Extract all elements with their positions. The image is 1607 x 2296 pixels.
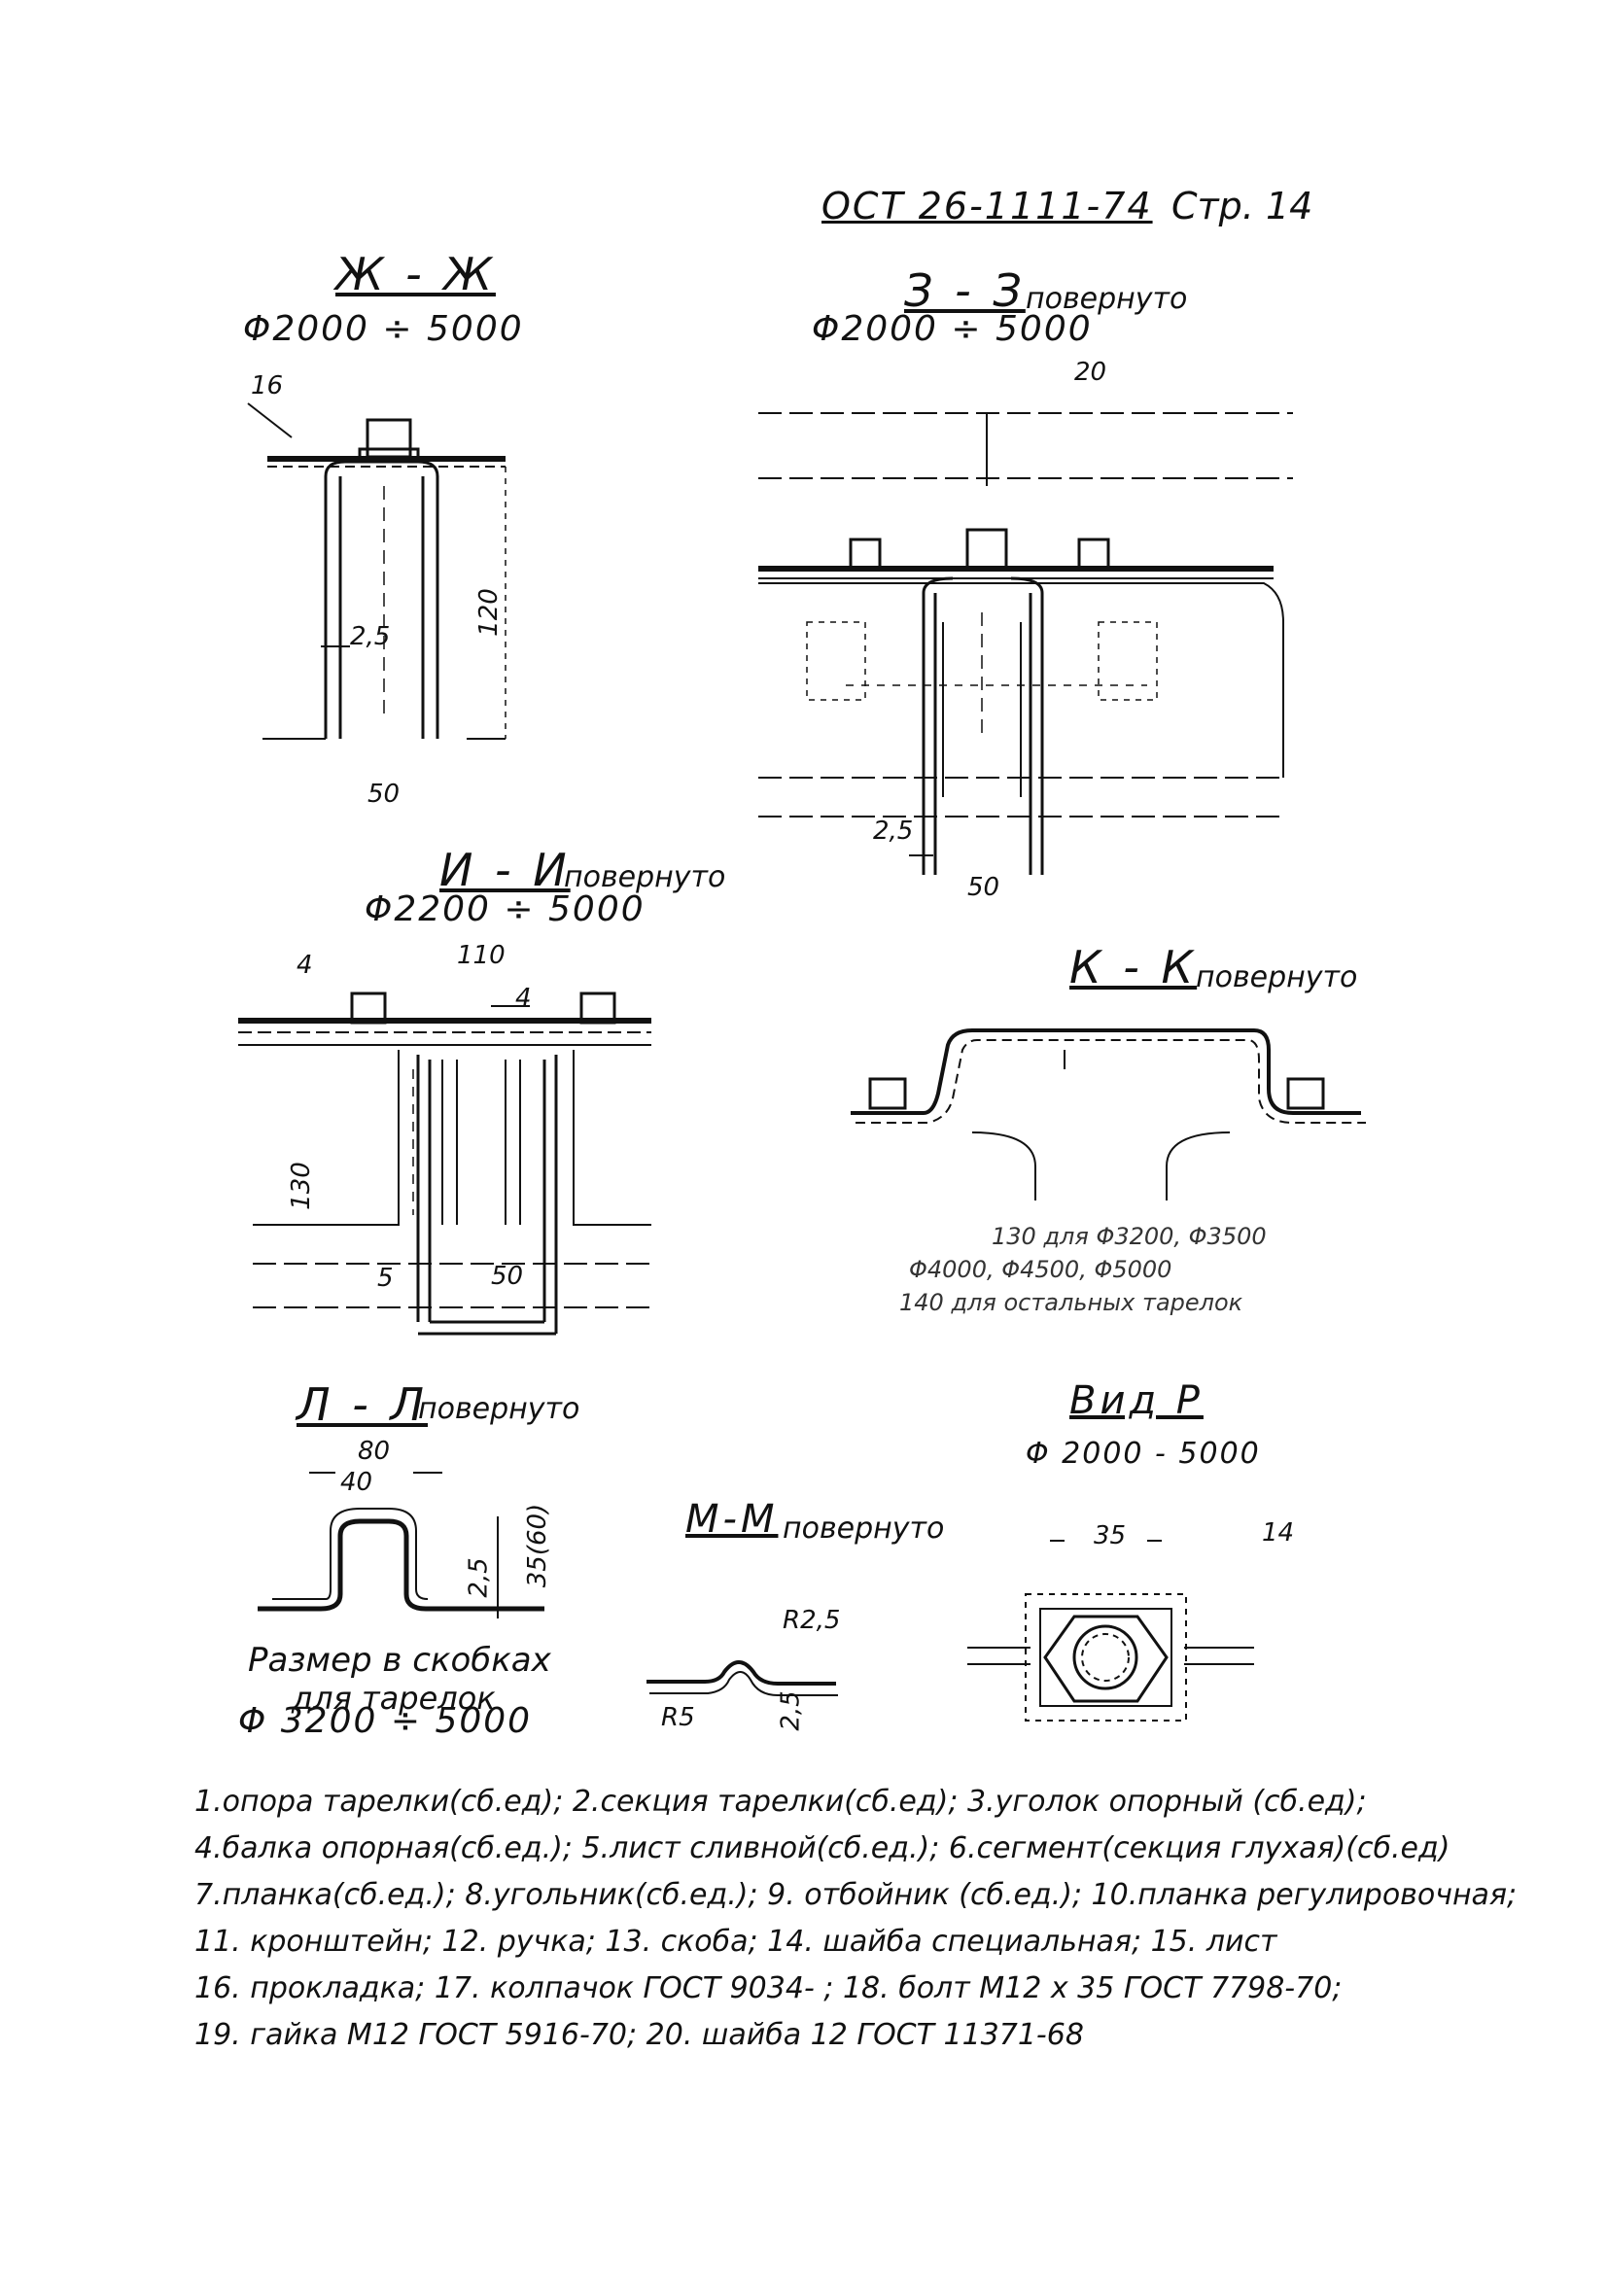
section-m-dim-label: 2,5 [776,1690,806,1731]
section-l-dim-label: 35(60) [523,1503,553,1588]
legend-line: 16. прокладка; 17. колпачок ГОСТ 9034- ;… [194,1971,1343,2005]
section-zh-title: Ж - Ж [335,248,496,300]
section-l-caption-line: Размер в скобках [248,1641,551,1680]
section-z-drawing [758,413,1293,875]
section-k-note-line: Φ4000, Φ4500, Φ5000 [909,1256,1172,1283]
section-m-title: М-М [685,1497,779,1542]
legend-line: 1.опора тарелки(сб.ед); 2.секция тарелки… [194,1785,1367,1819]
section-k-title: К - К [1069,941,1198,993]
section-i-title: И - И [439,844,571,896]
section-zh-range: Φ2000 ÷ 5000 [243,309,524,349]
view-r-dim-label: 35 [1094,1521,1127,1550]
section-m-dim-label: R2,5 [783,1606,841,1635]
section-zh-dim-label: 16 [251,371,284,400]
section-m-drawing [646,1662,838,1695]
section-l-range: Φ 3200 ÷ 5000 [238,1701,533,1741]
section-z-dim-label: 2,5 [873,817,914,846]
legend-line: 19. гайка М12 ГОСТ 5916-70; 20. шайба 12… [194,2018,1084,2052]
section-k-note-line: 140 для остальных тарелок [899,1289,1243,1316]
section-zh-dim-label: 50 [367,780,401,809]
section-i-dim-label: 130 [286,1162,316,1210]
page-number: Стр. 14 [1171,185,1313,227]
section-z-title: З - З [904,264,1026,317]
section-m-dim-label: R5 [661,1703,695,1732]
section-i-dim-label: 50 [491,1262,524,1291]
section-l-dim-label: 80 [358,1437,391,1466]
view-r-drawing [967,1541,1254,1721]
view-r-dim-label: 14 [1262,1518,1295,1548]
section-m-note: повернуто [783,1512,945,1546]
view-r-title: Вид Р [1069,1378,1204,1423]
section-i-range: Φ2200 ÷ 5000 [365,889,646,929]
section-z-dim-label: 50 [967,873,1000,902]
section-k-drawing [851,1030,1366,1200]
section-l-note: повернуто [418,1392,580,1426]
section-l-dim-label: 40 [340,1468,373,1497]
legend-line: 4.балка опорная(сб.ед.); 5.лист сливной(… [194,1831,1450,1865]
doc-code: ОСТ 26-1111-74 [821,185,1153,227]
section-l-drawing [258,1473,544,1618]
section-i-drawing [238,993,651,1334]
section-l-title: Л - Л [297,1378,429,1431]
section-k-note: повернуто [1196,960,1358,994]
view-r-range: Φ 2000 - 5000 [1026,1437,1261,1471]
section-i-dim-label: 4 [297,951,313,980]
section-zh-dim-label: 2,5 [350,622,391,651]
section-z-note: повернуто [1026,282,1188,316]
section-l-caption-line: для тарелок [292,1680,496,1717]
parts-legend: 1.опора тарелки(сб.ед); 2.секция тарелки… [194,1779,1518,2059]
section-i-note: повернуто [564,860,726,894]
section-i-dim-label: 5 [377,1264,394,1293]
section-i-dim-label: 4 [515,984,532,1013]
section-l-dim-label: 2,5 [464,1557,494,1598]
section-k-note-line: 130 для Φ3200, Φ3500 [992,1223,1267,1250]
legend-line: 11. кронштейн; 12. ручка; 13. скоба; 14.… [194,1925,1277,1959]
legend-line: 7.планка(сб.ед.); 8.угольник(сб.ед.); 9.… [194,1878,1518,1912]
section-zh-dim-label: 120 [473,588,504,637]
section-i-dim-label: 110 [457,941,506,970]
section-zh-drawing [248,403,506,739]
section-z-dim-label: 20 [1074,358,1107,387]
section-z-range: Φ2000 ÷ 5000 [812,309,1093,349]
